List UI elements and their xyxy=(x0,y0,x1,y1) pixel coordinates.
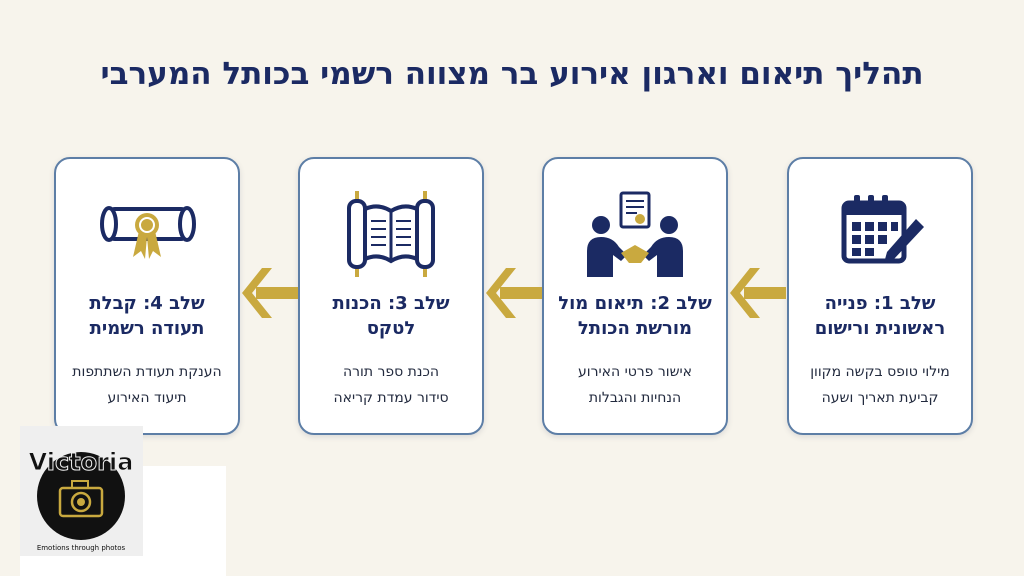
step-detail: הכנת ספר תורה xyxy=(342,364,440,380)
step-title: שלב 1: פנייה ראשונית ורישום xyxy=(814,293,946,339)
victoria-logo: Victoria Emotions through photos xyxy=(20,426,143,556)
step-detail: סידור עמדת קריאה xyxy=(333,390,449,406)
step-card-4: שלב 4: קבלת תעודה רשמית הענקת תעודת השתת… xyxy=(54,157,240,435)
calendar-pencil-icon xyxy=(830,189,930,279)
step-detail: מילוי טופס בקשה מקוון xyxy=(810,364,950,380)
step-detail: הנחיות והגבלות xyxy=(588,390,682,406)
svg-text:Emotions through photos: Emotions through photos xyxy=(37,544,126,552)
step-detail: אישור פרטי האירוע xyxy=(578,364,692,380)
step-detail: תיעוד האירוע xyxy=(107,390,187,406)
left-arrow-icon xyxy=(726,262,788,324)
step-card-2: שלב 2: תיאום מול מורשת הכותל אישור פרטי … xyxy=(542,157,728,435)
left-arrow-icon xyxy=(482,262,544,324)
handshake-document-icon xyxy=(585,189,685,279)
page-title: תהליך תיאום וארגון אירוע בר מצווה רשמי ב… xyxy=(100,56,924,92)
left-arrow-icon xyxy=(238,262,300,324)
step-card-3: שלב 3: הכנות לטקס הכנת ספר תורה סידור עמ… xyxy=(298,157,484,435)
step-title: שלב 4: קבלת תעודה רשמית xyxy=(89,293,205,339)
step-detail: הענקת תעודת השתתפות xyxy=(72,364,222,380)
step-title: שלב 3: הכנות לטקס xyxy=(332,293,450,339)
certificate-scroll-icon xyxy=(97,189,197,279)
step-title: שלב 2: תיאום מול מורשת הכותל xyxy=(558,293,712,339)
step-detail: קביעת תאריך ושעה xyxy=(821,390,939,406)
torah-scroll-icon xyxy=(341,189,441,279)
step-card-1: שלב 1: פנייה ראשונית ורישום מילוי טופס ב… xyxy=(787,157,973,435)
svg-text:Victoria: Victoria xyxy=(29,448,134,476)
